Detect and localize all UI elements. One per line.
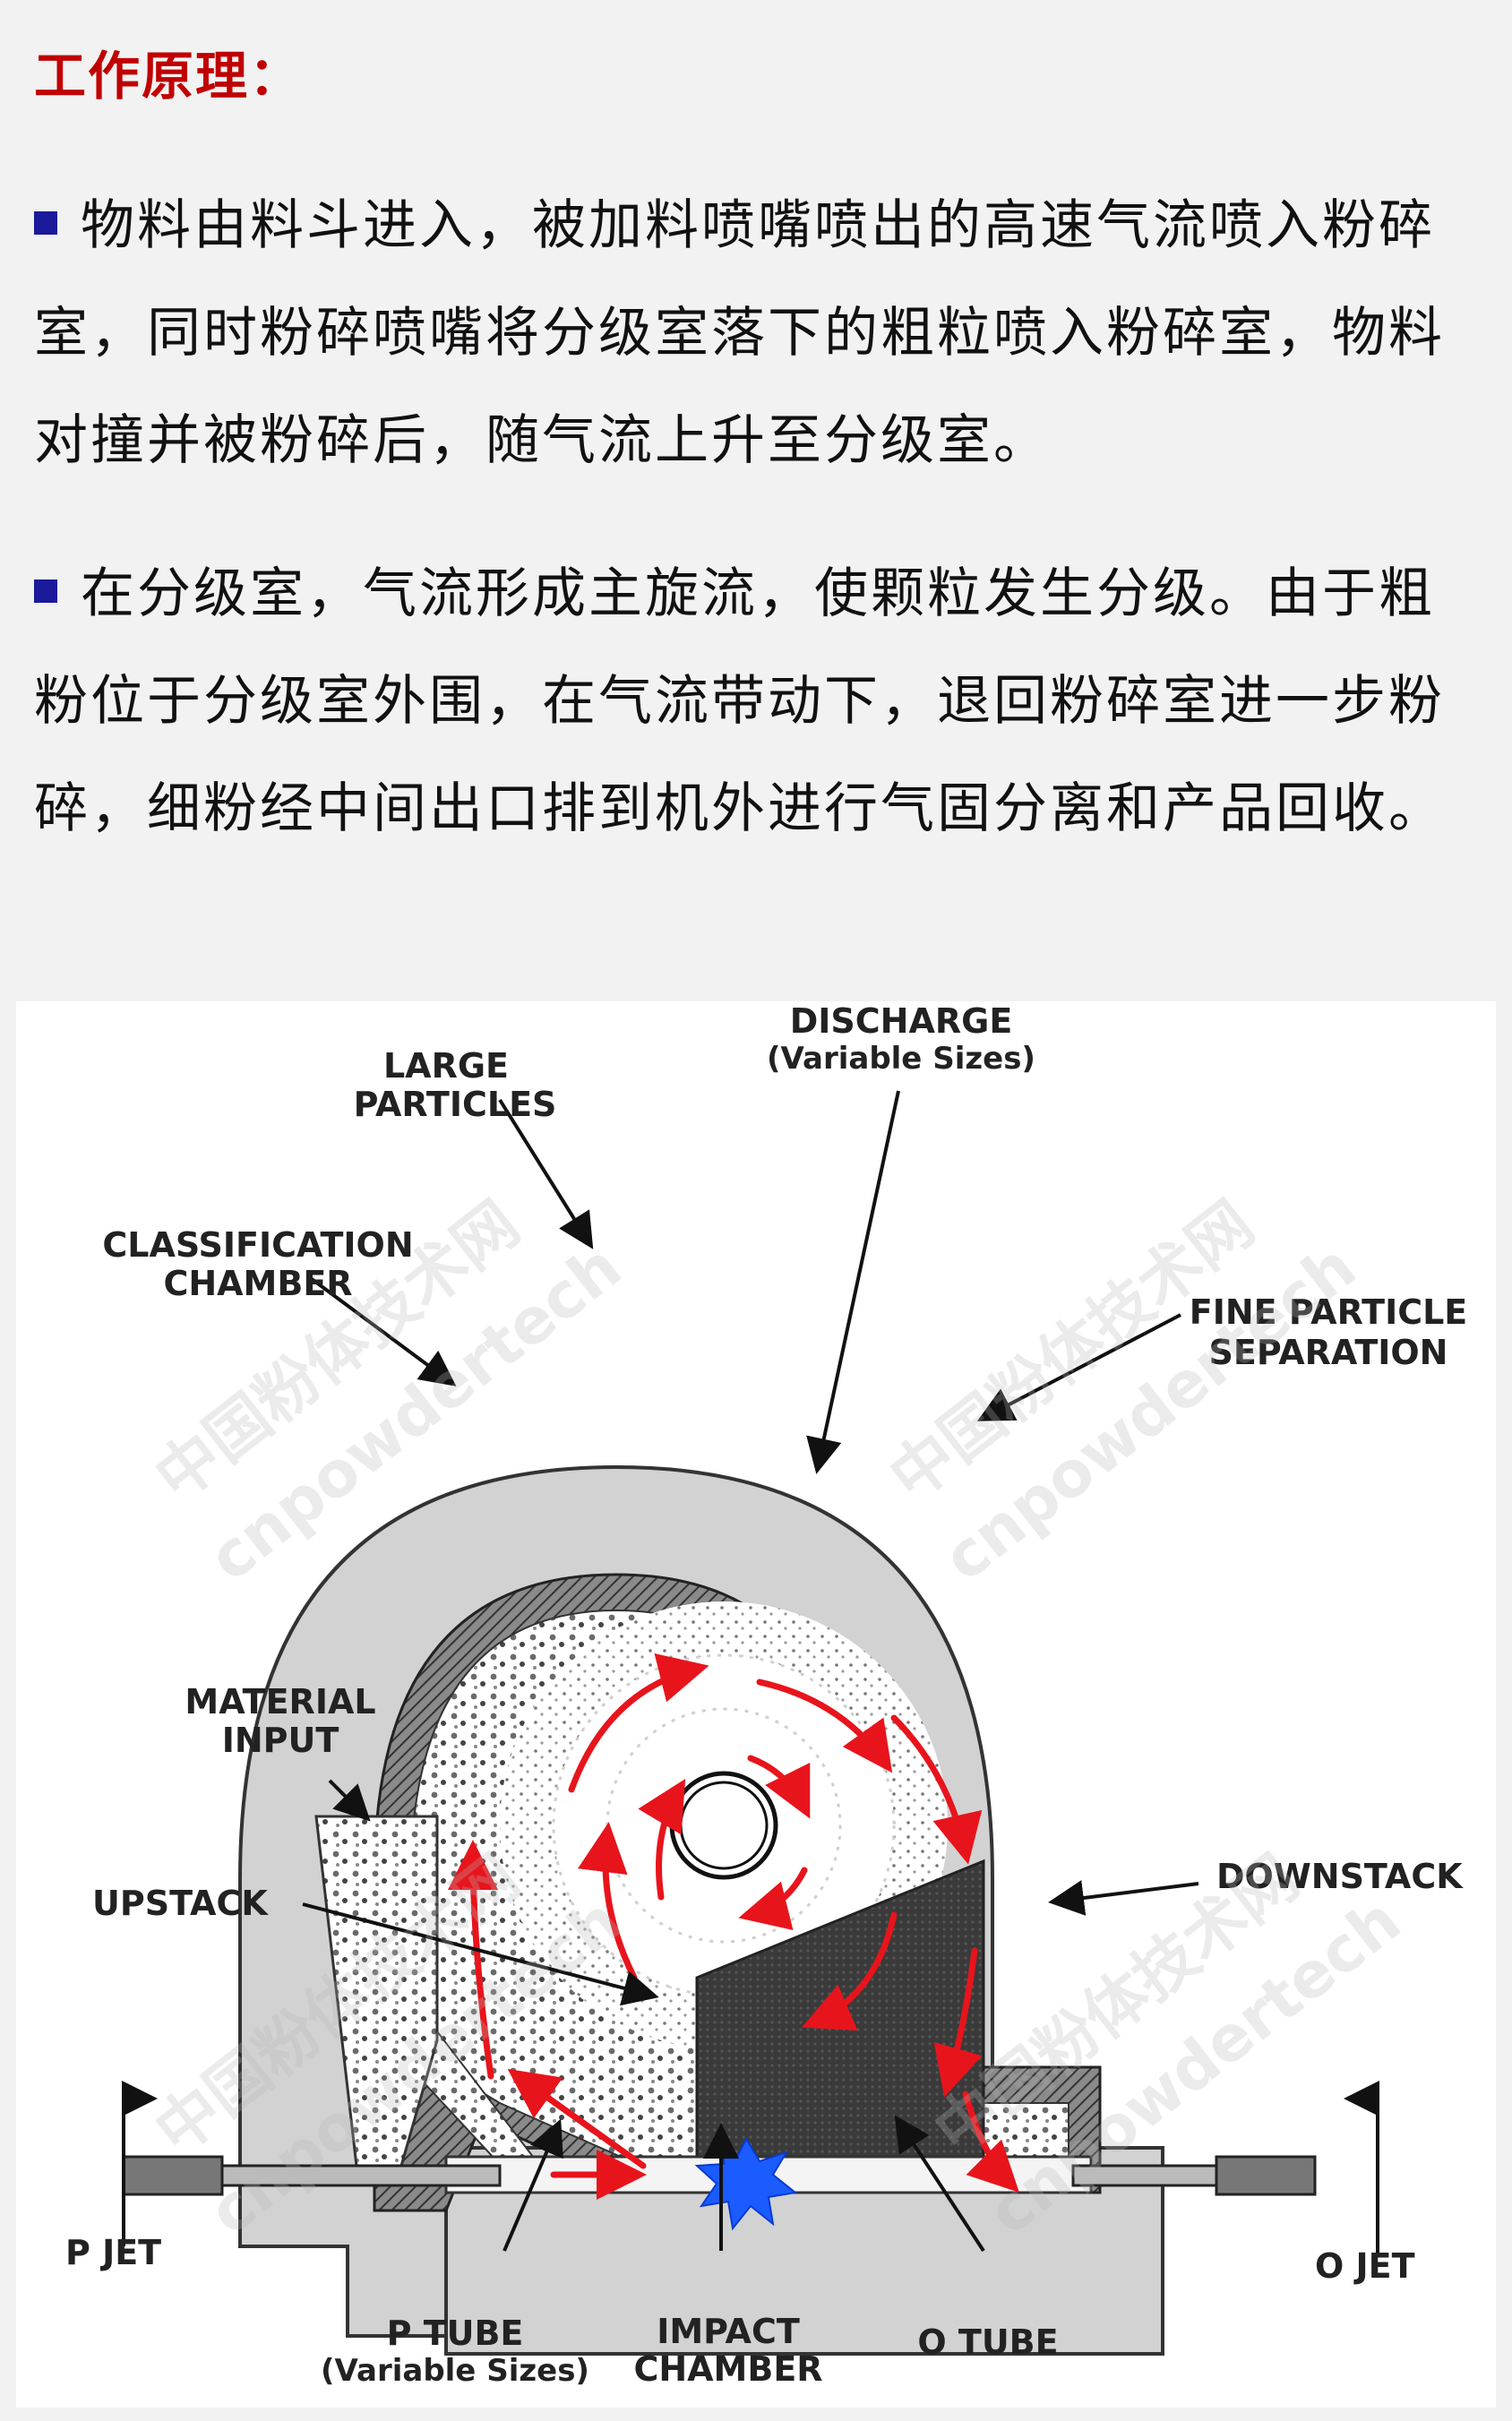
label-discharge-2: (Variable Sizes): [767, 1041, 1035, 1077]
discharge-outlet: [669, 1771, 778, 1880]
label-material-input-1: MATERIAL: [185, 1682, 375, 1721]
jet-mill-diagram: LARGE PARTICLES DISCHARGE (Variable Size…: [16, 1001, 1496, 2408]
label-discharge-1: DISCHARGE: [790, 1001, 1013, 1041]
flow-arrows: [448, 1653, 1019, 2200]
paragraph-2: 在分级室，气流形成主旋流，使颗粒发生分级。由于粗粉位于分级室外围，在气流带动下，…: [34, 540, 1485, 863]
label-fine-particle-2: SEPARATION: [1209, 1333, 1448, 1372]
label-p-tube-1: P TUBE: [387, 2314, 524, 2353]
label-impact-1: IMPACT: [657, 2312, 800, 2351]
label-classification-2: CHAMBER: [163, 1264, 352, 1303]
bullet-icon: [34, 579, 57, 603]
label-upstack: UPSTACK: [92, 1884, 269, 1923]
label-downstack: DOWNSTACK: [1216, 1857, 1464, 1896]
paragraph-2-text: 在分级室，气流形成主旋流，使颗粒发生分级。由于粗粉位于分级室外围，在气流带动下，…: [34, 562, 1445, 840]
leader-arrows: [122, 1090, 1379, 2255]
paragraph-1-text: 物料由料斗进入，被加料喷嘴喷出的高速气流喷入粉碎室，同时粉碎喷嘴将分级室落下的粗…: [34, 194, 1445, 472]
feed-hopper: [314, 1815, 439, 2168]
label-o-tube: O TUBE: [917, 2322, 1058, 2362]
label-large-particles-2: PARTICLES: [354, 1085, 557, 1124]
label-p-tube-2: (Variable Sizes): [321, 2353, 589, 2389]
label-o-jet: O JET: [1315, 2246, 1415, 2286]
paragraph-1: 物料由料斗进入，被加料喷嘴喷出的高速气流喷入粉碎室，同时粉碎喷嘴将分级室落下的粗…: [34, 172, 1485, 494]
label-large-particles-1: LARGE: [383, 1046, 509, 1086]
label-fine-particle-1: FINE PARTICLE: [1190, 1292, 1468, 1332]
label-material-input-2: INPUT: [222, 1721, 339, 1760]
o-jet-nozzle: [1215, 2155, 1317, 2196]
label-impact-2: CHAMBER: [633, 2349, 822, 2389]
jet-mill-svg: LARGE PARTICLES DISCHARGE (Variable Size…: [65, 1001, 1468, 2389]
bullet-icon: [34, 211, 57, 235]
label-p-jet: P JET: [65, 2233, 161, 2272]
label-classification-1: CLASSIFICATION: [102, 1225, 413, 1265]
page-title: 工作原理：: [34, 46, 304, 107]
